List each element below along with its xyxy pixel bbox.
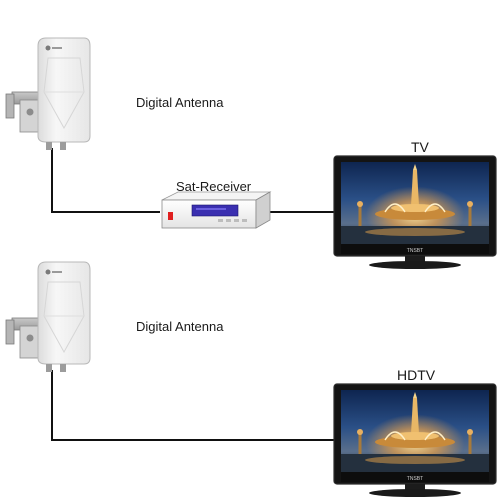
receiver-label: Sat-Receiver <box>176 179 252 194</box>
tv-top-screen <box>341 162 489 244</box>
cable-bottom <box>51 370 336 441</box>
tv-bottom-brand: TNSBT <box>407 476 423 482</box>
antenna-label-bottom: Digital Antenna <box>136 319 224 334</box>
digital-antenna-top <box>5 37 91 150</box>
hdtv-label: HDTV <box>397 367 436 383</box>
cable-top <box>51 148 336 213</box>
tv-label: TV <box>411 139 429 155</box>
tv-bottom: TNSBT <box>333 383 497 497</box>
antenna-label-top: Digital Antenna <box>136 95 224 110</box>
tv-bottom-screen <box>341 390 489 472</box>
sat-receiver <box>161 191 272 229</box>
tv-top-brand: TNSBT <box>407 248 423 254</box>
digital-antenna-bottom <box>5 261 91 372</box>
tv-top: TNSBT <box>333 155 497 269</box>
